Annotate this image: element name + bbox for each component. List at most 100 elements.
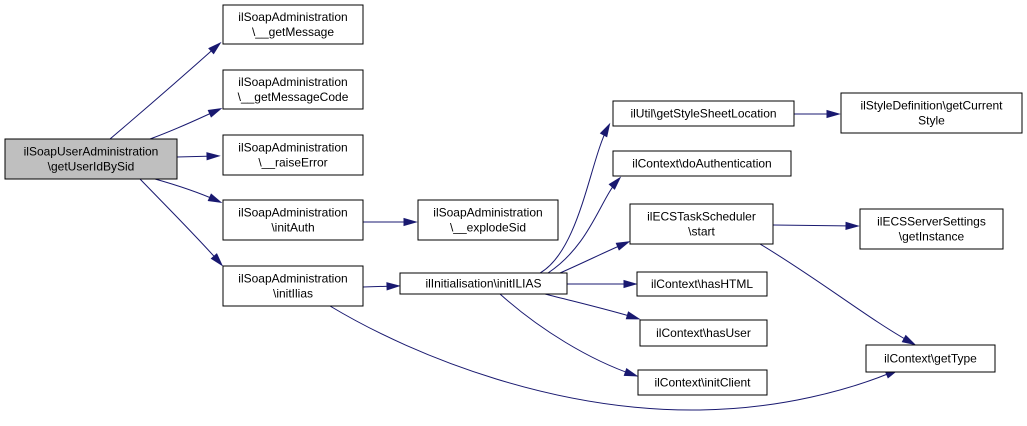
node-box[interactable] [222, 69, 364, 110]
edge-initILIAS-to-doAuthentication [547, 176, 622, 274]
edge-line [154, 178, 219, 202]
node-box[interactable] [612, 100, 795, 127]
node-box[interactable] [222, 4, 364, 45]
node-box[interactable] [637, 369, 768, 396]
node-label: ilSoapAdministration [238, 206, 347, 220]
node-label: \getInstance [899, 230, 965, 244]
edge-initAuth-to-explodeSid [363, 217, 418, 227]
node-initAuth[interactable]: ilSoapAdministration\initAuth [222, 199, 364, 241]
edge-arrowhead [207, 108, 223, 118]
edge-arrowhead [615, 241, 631, 251]
node-box[interactable] [417, 199, 559, 241]
edge-initILIAS-to-initClient [499, 293, 639, 377]
node-root[interactable]: ilSoapUserAdministration\getUserIdBySid [4, 138, 178, 180]
edge-arrowhead [386, 282, 401, 291]
edge-line [759, 243, 913, 344]
edge-root-to-getMessageCode [149, 108, 223, 140]
edge-line [499, 293, 635, 376]
node-box[interactable] [222, 134, 364, 176]
edge-line [139, 178, 221, 264]
node-label: ilStyleDefinition\getCurrent [860, 99, 1003, 113]
node-label: \getUserIdBySid [48, 160, 135, 174]
edge-root-to-initAuth [154, 178, 223, 203]
node-label: \__raiseError [258, 156, 327, 170]
edge-arrowhead [608, 176, 622, 190]
node-getStyleSheetLocation[interactable]: ilUtil\getStyleSheetLocation [612, 100, 795, 127]
edge-getStyleSheetLocation-to-getCurrentStyle [794, 109, 841, 119]
edge-line [149, 109, 219, 140]
edge-ecsStart-to-getType [759, 243, 917, 346]
edge-line [544, 293, 637, 319]
node-box[interactable] [4, 138, 178, 180]
node-hasUser[interactable]: ilContext\hasUser [639, 319, 768, 347]
edge-arrowhead [207, 193, 223, 203]
node-label: ilSoapUserAdministration [24, 145, 159, 159]
node-box[interactable] [865, 344, 996, 373]
node-box[interactable] [629, 203, 774, 245]
node-box[interactable] [222, 265, 364, 307]
node-initIlias[interactable]: ilSoapAdministration\initIlias [222, 265, 364, 307]
node-box[interactable] [840, 92, 1023, 134]
node-label: ilSoapAdministration [238, 272, 347, 286]
edge-line [539, 126, 609, 274]
edge-arrowhead [625, 311, 641, 320]
edge-root-to-raiseError [176, 152, 221, 161]
node-hasHTML[interactable]: ilContext\hasHTML [636, 271, 768, 297]
edge-arrowhead [206, 152, 221, 161]
edge-initIlias-to-getType [329, 305, 900, 411]
node-box[interactable] [399, 272, 568, 295]
edge-arrowhead [208, 41, 222, 55]
node-initILIAS[interactable]: ilInitialisation\initILIAS [399, 272, 568, 295]
edge-arrowhead [599, 122, 611, 138]
node-initClient[interactable]: ilContext\initClient [637, 369, 768, 396]
node-label: ilSoapAdministration [433, 206, 542, 220]
edge-initILIAS-to-ecsStart [559, 241, 631, 274]
edge-line [109, 44, 219, 140]
edge-line [559, 242, 627, 274]
edges-layer [109, 41, 917, 411]
node-label: ilContext\doAuthentication [632, 157, 771, 171]
node-doAuthentication[interactable]: ilContext\doAuthentication [612, 150, 792, 177]
node-label: ilContext\getType [884, 352, 977, 366]
node-box[interactable] [612, 150, 792, 177]
node-label: ilECSServerSettings [877, 215, 986, 229]
edge-line [329, 305, 896, 411]
edge-arrowhead [901, 334, 917, 346]
edge-arrowhead [210, 253, 224, 267]
node-label: ilContext\hasHTML [651, 277, 753, 291]
node-label: ilContext\hasUser [656, 326, 751, 340]
node-box[interactable] [859, 208, 1004, 250]
edge-arrowhead [623, 279, 638, 289]
node-label: Style [918, 114, 945, 128]
node-getMessageCode[interactable]: ilSoapAdministration\__getMessageCode [222, 69, 364, 110]
edge-initIlias-to-initILIAS [362, 282, 401, 291]
edge-arrowhead [403, 217, 418, 227]
node-label: ilSoapAdministration [238, 10, 347, 24]
node-label: ilSoapAdministration [238, 75, 347, 89]
node-label: \__getMessage [252, 25, 334, 39]
node-box[interactable] [639, 319, 768, 347]
node-label: ilSoapAdministration [238, 141, 347, 155]
node-label: ilECSTaskScheduler [647, 210, 756, 224]
node-label: ilInitialisation\initILIAS [425, 277, 541, 291]
node-explodeSid[interactable]: ilSoapAdministration\__explodeSid [417, 199, 559, 241]
edge-initILIAS-to-hasHTML [567, 279, 638, 289]
edge-ecsStart-to-getInstance [772, 221, 860, 231]
node-box[interactable] [222, 199, 364, 241]
node-label: \initAuth [271, 221, 314, 235]
node-box[interactable] [636, 271, 768, 297]
edge-root-to-getMessage [109, 41, 222, 140]
node-getInstance[interactable]: ilECSServerSettings\getInstance [859, 208, 1004, 250]
node-label: \__getMessageCode [238, 90, 349, 104]
nodes-layer: ilSoapUserAdministration\getUserIdBySidi… [4, 4, 1023, 396]
node-ecsStart[interactable]: ilECSTaskScheduler\start [629, 203, 774, 245]
edge-line [547, 179, 619, 274]
node-raiseError[interactable]: ilSoapAdministration\__raiseError [222, 134, 364, 176]
edge-initILIAS-to-hasUser [544, 293, 641, 320]
node-label: \__explodeSid [450, 221, 526, 235]
node-getType[interactable]: ilContext\getType [865, 344, 996, 373]
node-getMessage[interactable]: ilSoapAdministration\__getMessage [222, 4, 364, 45]
edge-arrowhead [845, 221, 860, 231]
